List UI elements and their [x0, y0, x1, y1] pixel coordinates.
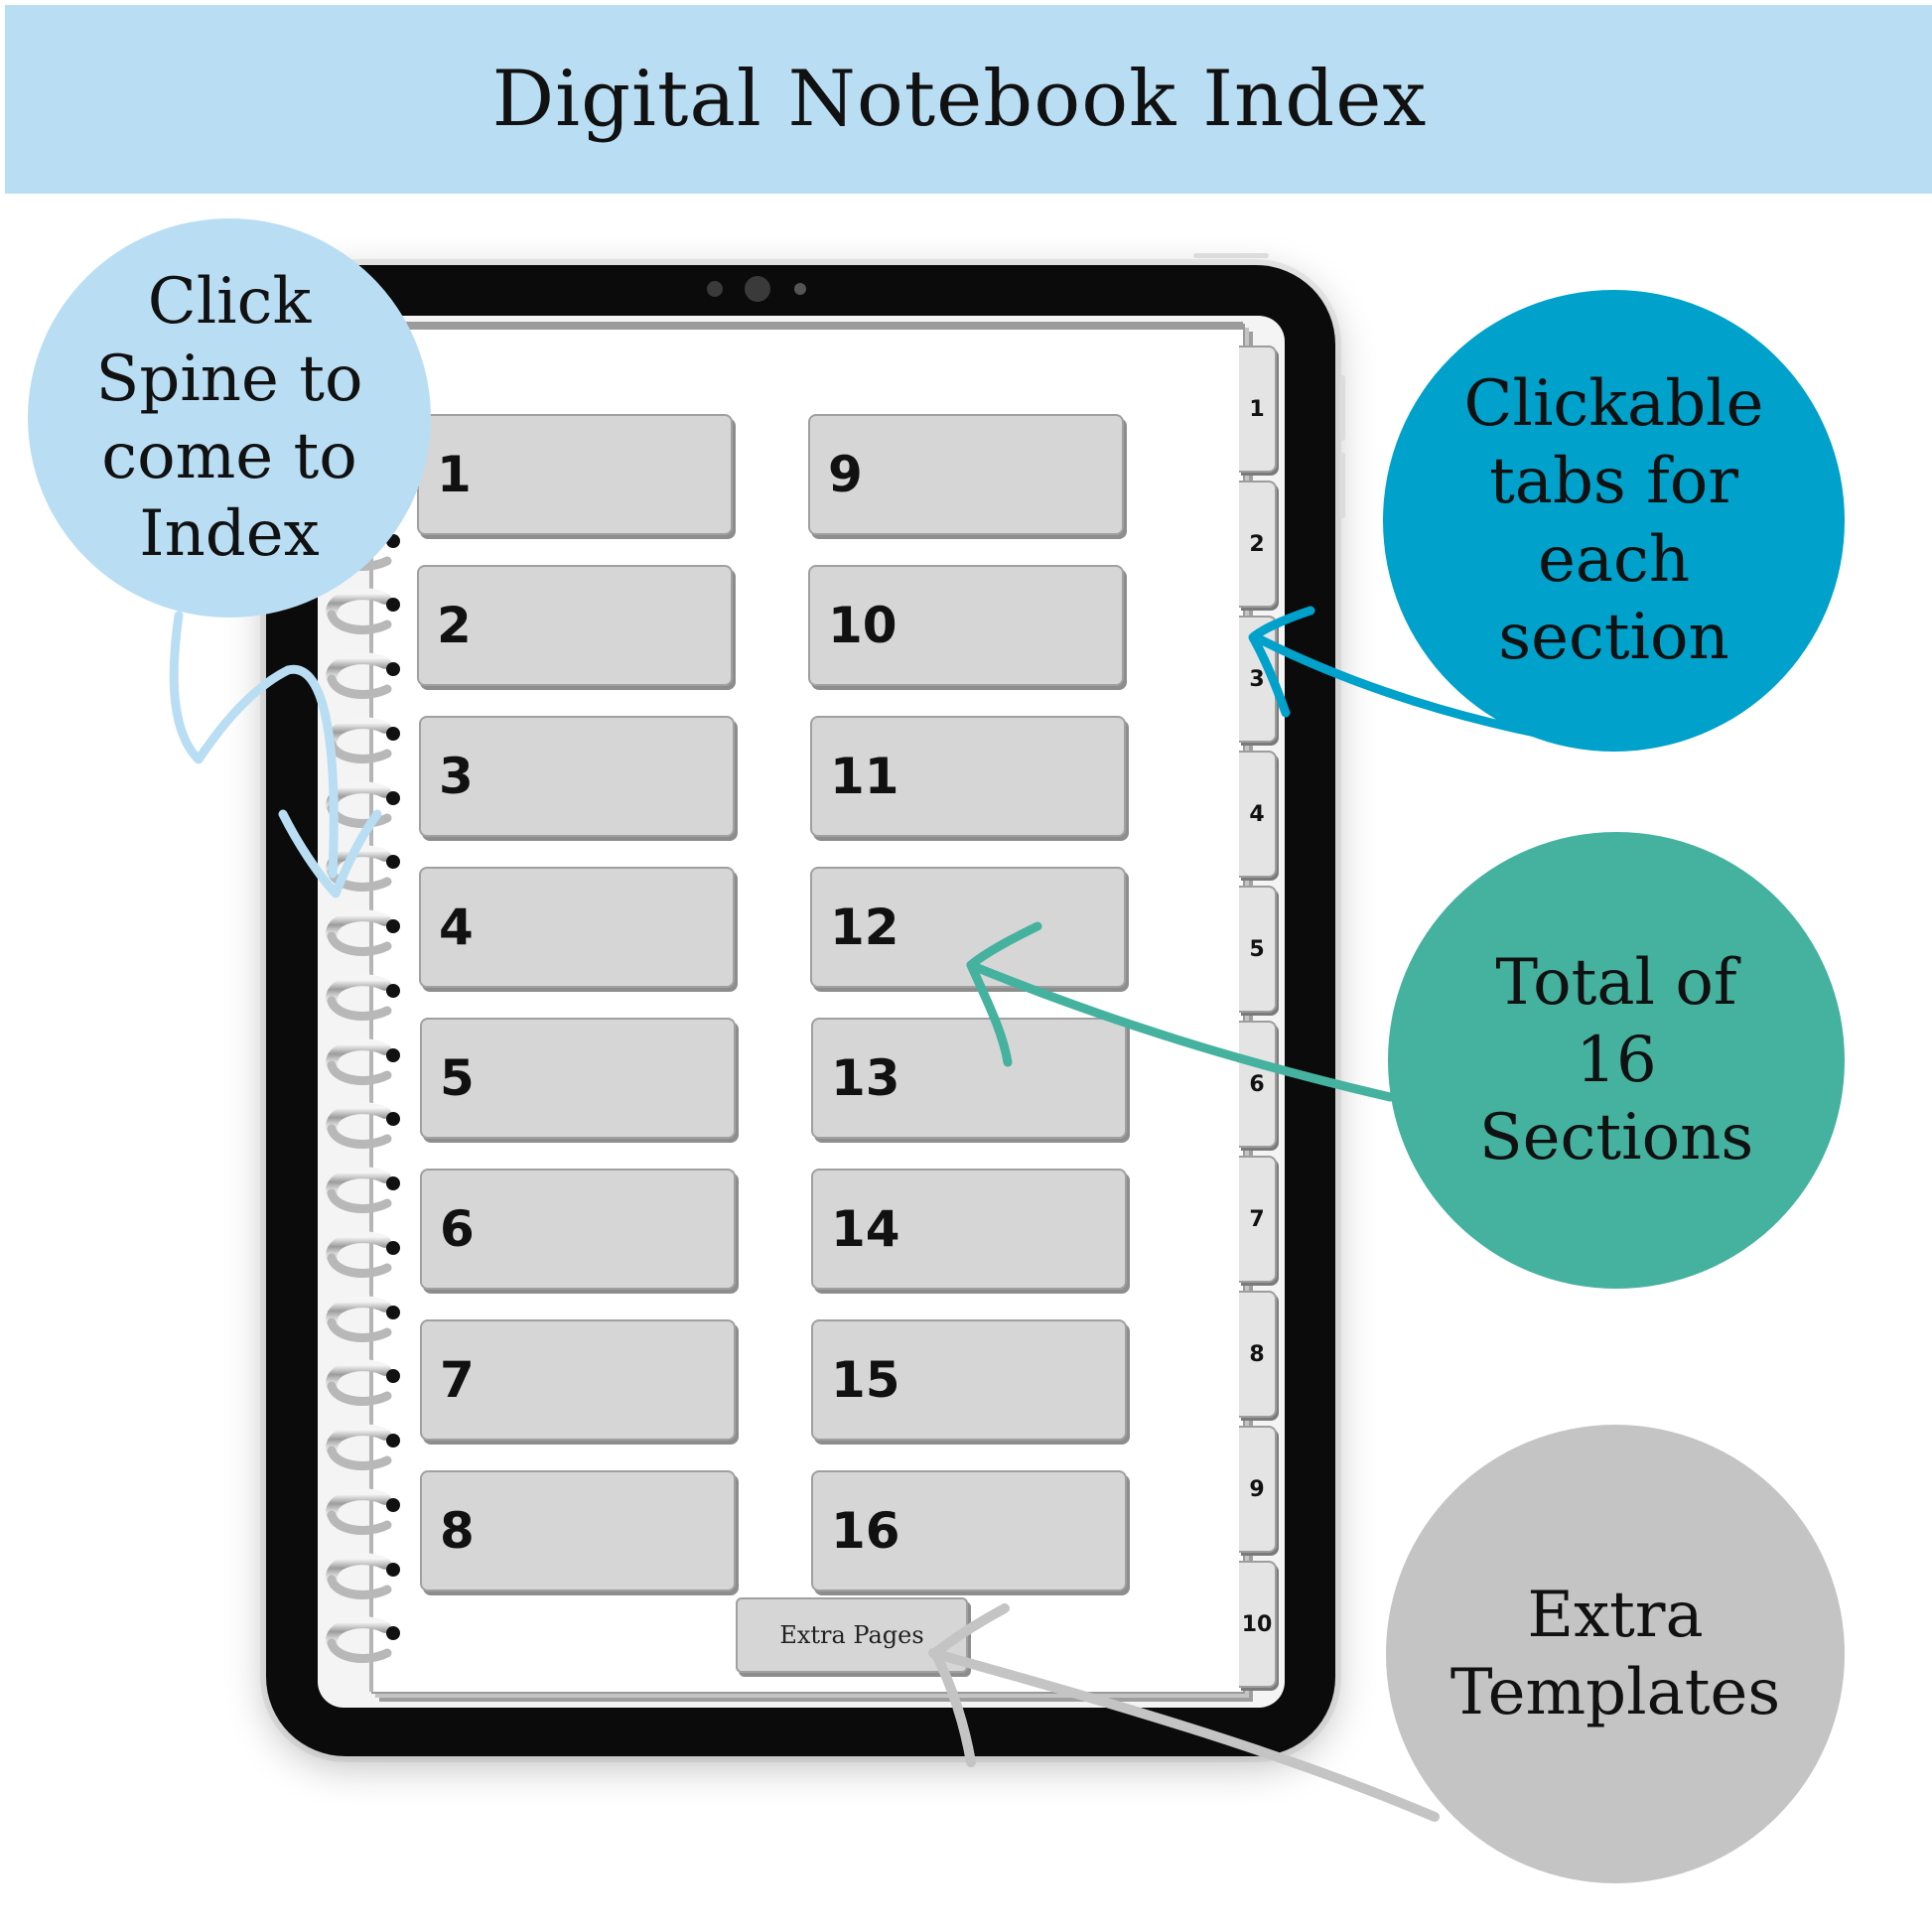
page-left-edge — [369, 322, 373, 1692]
spiral-ring — [326, 1102, 400, 1150]
section-label: 2 — [437, 597, 472, 654]
side-tab-label: 4 — [1249, 801, 1265, 827]
section-button-3[interactable]: 3 — [419, 716, 735, 837]
spiral-ring — [326, 588, 400, 635]
camera-dot-left — [707, 281, 723, 297]
callout-tabs-text: Clickable tabs for each section — [1463, 367, 1764, 674]
side-tab-label: 3 — [1249, 666, 1265, 692]
section-button-2[interactable]: 2 — [417, 565, 733, 686]
tablet-volume-down-button — [1340, 453, 1345, 518]
callout-spine: Click Spine to come to Index — [28, 218, 431, 618]
side-tab-label: 5 — [1249, 936, 1265, 962]
section-button-16[interactable]: 16 — [811, 1470, 1127, 1591]
side-tab-9[interactable]: 9 — [1239, 1426, 1277, 1553]
callout-spine-text: Click Spine to come to Index — [95, 264, 363, 572]
camera-lens — [745, 276, 770, 302]
section-button-10[interactable]: 10 — [808, 565, 1124, 686]
side-tab-4[interactable]: 4 — [1239, 751, 1277, 878]
section-label: 8 — [440, 1502, 475, 1560]
side-tab-1[interactable]: 1 — [1239, 345, 1277, 473]
side-tab-8[interactable]: 8 — [1239, 1291, 1277, 1418]
side-tab-label: 2 — [1249, 531, 1265, 557]
section-button-1[interactable]: 1 — [417, 414, 733, 535]
page-top-edge — [369, 322, 1243, 330]
section-button-6[interactable]: 6 — [420, 1169, 736, 1290]
spiral-ring — [326, 1037, 400, 1085]
tablet-top-button — [1193, 253, 1269, 258]
side-tab-label: 10 — [1241, 1611, 1273, 1637]
callout-extra: Extra Templates — [1386, 1425, 1845, 1883]
spiral-ring — [326, 1552, 400, 1599]
tablet-screen: 1 2 3 4 5 6 7 8 9 10 11 12 13 14 15 16 E… — [318, 316, 1285, 1708]
section-button-9[interactable]: 9 — [808, 414, 1124, 535]
side-tab-label: 9 — [1249, 1476, 1265, 1502]
index-page: 1 2 3 4 5 6 7 8 9 10 11 12 13 14 15 16 E… — [369, 322, 1243, 1692]
camera-sensor — [794, 283, 806, 295]
side-tab-2[interactable]: 2 — [1239, 481, 1277, 608]
header-banner: Digital Notebook Index — [5, 5, 1932, 194]
extra-pages-button[interactable]: Extra Pages — [736, 1597, 968, 1673]
section-label: 6 — [440, 1200, 475, 1258]
tablet-volume-up-button — [1340, 375, 1345, 441]
spiral-ring — [326, 845, 400, 893]
notebook-spine[interactable] — [318, 455, 407, 1676]
section-button-5[interactable]: 5 — [420, 1018, 736, 1139]
spiral-ring — [326, 1424, 400, 1470]
section-button-12[interactable]: 12 — [810, 867, 1126, 988]
spiral-ring — [326, 1231, 400, 1278]
section-button-7[interactable]: 7 — [420, 1319, 736, 1441]
spiral-ring — [326, 1295, 400, 1342]
spiral-ring — [326, 780, 400, 828]
callout-extra-text: Extra Templates — [1449, 1578, 1781, 1729]
side-tab-10[interactable]: 10 — [1239, 1561, 1277, 1688]
spiral-ring — [326, 652, 400, 700]
section-label: 10 — [828, 597, 897, 654]
section-label: 3 — [439, 748, 474, 805]
page-title: Digital Notebook Index — [491, 55, 1428, 144]
section-button-15[interactable]: 15 — [811, 1319, 1127, 1441]
section-label: 12 — [830, 898, 899, 956]
section-button-11[interactable]: 11 — [810, 716, 1126, 837]
side-tab-label: 7 — [1249, 1206, 1265, 1232]
side-tab-3[interactable]: 3 — [1239, 616, 1277, 743]
section-button-8[interactable]: 8 — [420, 1470, 736, 1591]
spiral-ring — [326, 1167, 400, 1213]
section-label: 11 — [830, 748, 899, 805]
side-tab-label: 6 — [1249, 1071, 1265, 1097]
section-label: 16 — [831, 1502, 900, 1560]
extra-pages-label: Extra Pages — [779, 1621, 924, 1649]
callout-total-text: Total of 16 Sections — [1478, 945, 1754, 1175]
spiral-ring — [326, 974, 400, 1021]
spiral-ring — [326, 1359, 400, 1407]
spiral-ring — [326, 717, 400, 763]
section-label: 15 — [831, 1351, 900, 1409]
section-button-14[interactable]: 14 — [811, 1169, 1127, 1290]
section-label: 1 — [437, 446, 472, 503]
side-tab-5[interactable]: 5 — [1239, 886, 1277, 1013]
spiral-ring — [326, 909, 400, 957]
section-label: 14 — [831, 1200, 900, 1258]
section-button-4[interactable]: 4 — [419, 867, 735, 988]
side-tab-label: 8 — [1249, 1341, 1265, 1367]
side-tab-6[interactable]: 6 — [1239, 1021, 1277, 1148]
section-label: 5 — [440, 1049, 475, 1107]
section-label: 7 — [440, 1351, 475, 1409]
spiral-ring — [326, 1487, 400, 1535]
side-tab-label: 1 — [1249, 396, 1265, 422]
section-label: 9 — [828, 446, 863, 503]
section-label: 4 — [439, 898, 474, 956]
spiral-ring — [326, 1616, 400, 1664]
callout-total: Total of 16 Sections — [1388, 832, 1845, 1289]
callout-tabs: Clickable tabs for each section — [1383, 290, 1845, 752]
section-button-13[interactable]: 13 — [811, 1018, 1127, 1139]
side-tab-7[interactable]: 7 — [1239, 1156, 1277, 1283]
section-label: 13 — [831, 1049, 900, 1107]
